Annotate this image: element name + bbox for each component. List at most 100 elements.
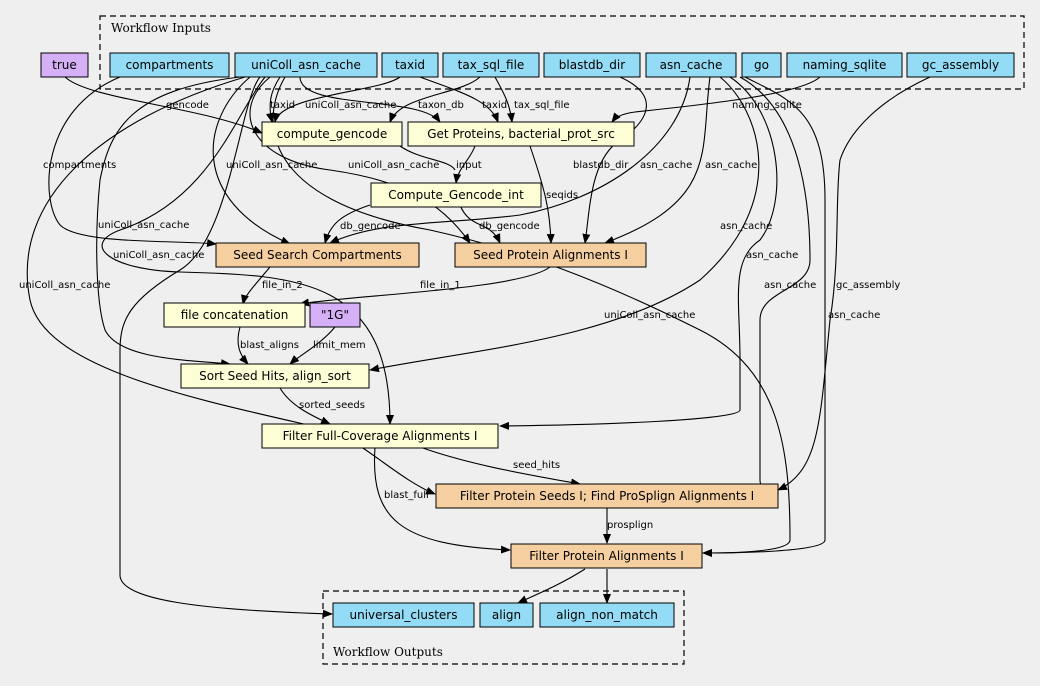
edge-unicoll-get-proteins [299, 76, 441, 123]
edge-filter-full-filter-seeds [419, 446, 581, 487]
edge-label-naming-sqlite: naming_sqlite [732, 100, 802, 111]
workflow-inputs-cluster: Workflow Inputs [99, 15, 1025, 90]
edge-unicoll-sort-seed [96, 76, 241, 368]
node-1g-constant[interactable]: "1G" [309, 302, 361, 328]
edge-label-asn-cache-5: asn_cache [764, 280, 816, 291]
edge-unicoll-compute-gencode [266, 76, 281, 123]
edge-label-taxon-db: taxon_db [418, 100, 464, 111]
edge-unicoll-filter-protein [272, 76, 791, 557]
edge-filter-full-filter-protein [373, 446, 511, 554]
edge-filter-protein-align [517, 568, 586, 604]
edge-seed-search-file-concat [241, 266, 271, 305]
node-filter-protein-seeds[interactable]: Filter Protein Seeds I; Find ProSplign A… [435, 483, 779, 509]
node-seed-protein[interactable]: Seed Protein Alignments I [454, 242, 647, 268]
node-1g-label: "1G" [321, 308, 349, 322]
node-blastdb-dir-label: blastdb_dir [559, 58, 625, 72]
node-seed-search-label: Seed Search Compartments [233, 248, 402, 262]
edge-label-unicoll-5: uniColl_asn_cache [113, 250, 204, 261]
edge-label-db-gencode-2: db_gencode [479, 221, 540, 232]
edge-asncache-sort-seed [369, 76, 760, 373]
node-compute-gencode-label: compute_gencode [277, 127, 387, 141]
node-go-label: go [754, 58, 769, 72]
edge-asncache-filter-full [499, 76, 778, 430]
edge-unicoll-universal-clusters [119, 76, 333, 618]
edge-compartments-seed-search [48, 76, 217, 247]
node-universal-clusters-label: universal_clusters [350, 608, 458, 622]
node-unicoll-asn-cache[interactable]: uniColl_asn_cache [234, 52, 378, 78]
node-blastdb-dir[interactable]: blastdb_dir [543, 52, 641, 78]
edge-taxsql-compute-gencode [389, 76, 481, 123]
node-tax-sql-file-label: tax_sql_file [458, 58, 525, 72]
workflow-outputs-cluster: Workflow Outputs [322, 590, 685, 665]
node-filter-protein-label: Filter Protein Alignments I [529, 549, 684, 563]
node-gc-assembly[interactable]: gc_assembly [906, 52, 1015, 78]
node-get-proteins-label: Get Proteins, bacterial_prot_src [427, 127, 615, 141]
node-align-non-match-label: align_non_match [556, 608, 658, 622]
edge-label-file-in-1: file_in_1 [420, 280, 461, 291]
node-file-concat-label: file concatenation [181, 308, 289, 322]
node-taxid[interactable]: taxid [381, 52, 439, 78]
node-compartments[interactable]: compartments [109, 52, 230, 78]
edge-file-concat-sort-seed [237, 326, 249, 365]
node-sort-seed-hits[interactable]: Sort Seed Hits, align_sort [180, 363, 370, 389]
edge-asncache-filter-protein [702, 76, 826, 557]
edge-gcassembly-filter-seeds [777, 76, 931, 491]
workflow-inputs-title: Workflow Inputs [111, 21, 211, 35]
edge-asncache-seed-protein [604, 76, 711, 244]
edge-label-input: input [456, 160, 482, 171]
edge-label-seed-hits: seed_hits [513, 460, 560, 471]
node-seed-search[interactable]: Seed Search Compartments [215, 242, 420, 268]
edge-label-db-gencode-1: db_gencode [340, 221, 401, 232]
edge-label-file-in-2: file_in_2 [262, 280, 303, 291]
node-naming-sqlite-label: naming_sqlite [803, 58, 887, 72]
edge-label-unicoll-6: uniColl_asn_cache [19, 280, 110, 291]
edge-label-gc-assembly: gc_assembly [836, 280, 900, 291]
node-naming-sqlite[interactable]: naming_sqlite [786, 52, 903, 78]
node-unicoll-label: uniColl_asn_cache [251, 58, 361, 72]
node-file-concatenation[interactable]: file concatenation [163, 302, 306, 328]
node-true-label: true [52, 58, 77, 72]
edge-sort-seed-filter-full [279, 387, 331, 425]
edge-label-gencode: gencode [166, 100, 209, 111]
edge-label-taxid: taxid [270, 100, 295, 111]
node-filter-protein-alignments[interactable]: Filter Protein Alignments I [510, 543, 703, 569]
edge-compute-int-seed-protein [459, 204, 501, 244]
node-align-non-match[interactable]: align_non_match [539, 602, 675, 628]
edge-1g-sort-seed [289, 326, 336, 365]
edge-label-prosplign: prosplign [607, 520, 653, 531]
node-asn-cache-label: asn_cache [660, 58, 723, 72]
node-filter-full-label: Filter Full-Coverage Alignments I [283, 429, 478, 443]
node-compute-gencode[interactable]: compute_gencode [261, 121, 403, 147]
edge-compute-int-seed-search [323, 204, 371, 244]
node-tax-sql-file[interactable]: tax_sql_file [442, 52, 540, 78]
node-filter-seeds-label: Filter Protein Seeds I; Find ProSplign A… [460, 489, 754, 503]
edge-unicoll-seed-protein [249, 76, 471, 244]
edge-asncache-seed-search [329, 76, 691, 244]
nodes: true compartments uniColl_asn_cache taxi… [40, 52, 1015, 628]
edge-get-proteins-compute-int [453, 145, 476, 184]
node-align[interactable]: align [479, 602, 534, 628]
edge-label-unicoll-7: uniColl_asn_cache [604, 310, 695, 321]
edge-label-asn-cache-6: asn_cache [828, 310, 880, 321]
node-compute-gencode-int-label: Compute_Gencode_int [388, 188, 524, 202]
edge-label-asn-cache-4: asn_cache [746, 250, 798, 261]
node-universal-clusters[interactable]: universal_clusters [332, 602, 475, 628]
edge-label-unicoll-3: uniColl_asn_cache [348, 160, 439, 171]
node-gc-assembly-label: gc_assembly [922, 58, 999, 72]
node-compute-gencode-int[interactable]: Compute_Gencode_int [370, 182, 542, 208]
node-true[interactable]: true [40, 52, 89, 78]
edge-label-unicoll-2: uniColl_asn_cache [226, 160, 317, 171]
edge-label-blast-aligns: blast_aligns [240, 340, 299, 351]
edge-taxsql-get-proteins [494, 76, 515, 123]
edge-label-limit-mem: limit_mem [313, 340, 366, 351]
node-get-proteins[interactable]: Get Proteins, bacterial_prot_src [407, 121, 635, 147]
edge-label-sorted-seeds: sorted_seeds [299, 400, 365, 411]
edge-label-blastdb-dir: blastdb_dir [573, 160, 629, 171]
node-asn-cache[interactable]: asn_cache [645, 52, 737, 78]
node-compartments-label: compartments [126, 58, 214, 72]
edge-compute-gencode-input [399, 145, 456, 171]
node-go[interactable]: go [741, 52, 782, 78]
node-filter-full-coverage[interactable]: Filter Full-Coverage Alignments I [261, 423, 499, 449]
